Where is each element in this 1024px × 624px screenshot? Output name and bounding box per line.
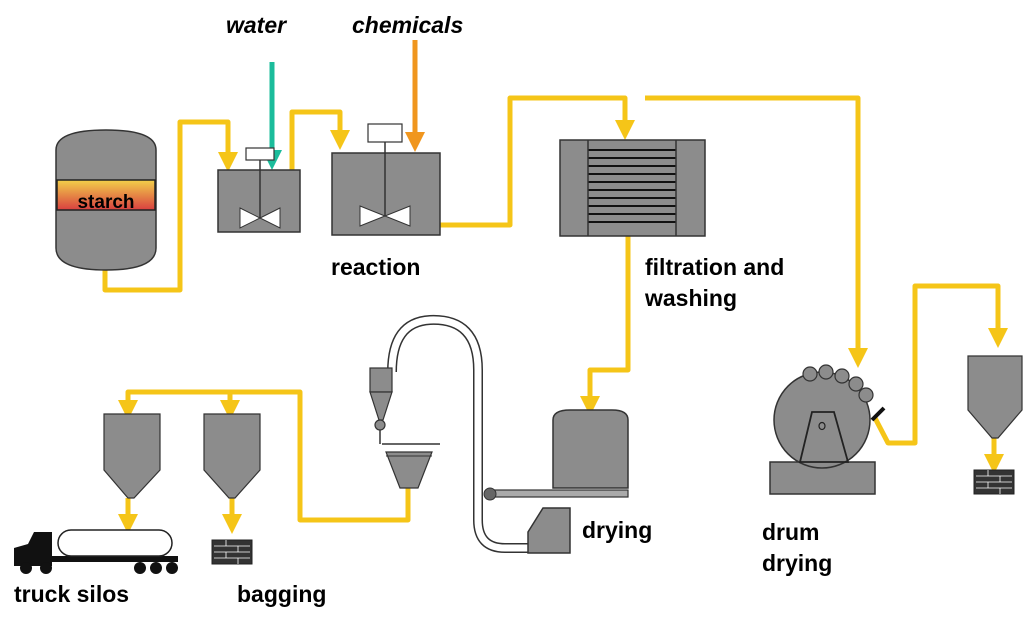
truck-tank [57, 529, 173, 557]
drum-scraper-blade [870, 406, 886, 422]
reactor-impeller [359, 205, 387, 227]
label-bagging: bagging [237, 581, 326, 607]
starch-tank [55, 129, 157, 271]
collector-hopper [382, 443, 440, 489]
pipe-mixer-to-reactor [289, 109, 350, 172]
label-drum-line1: drum [762, 519, 820, 545]
filter-press [559, 139, 706, 237]
pipe-reactor-to-filter [440, 95, 635, 228]
reaction-tank [331, 123, 441, 236]
label-chemicals: chemicals [352, 12, 463, 38]
reactor-motor [367, 123, 403, 143]
label-drum-line2: drying [762, 550, 832, 576]
silo-bagging [203, 413, 261, 499]
pipes [102, 95, 1008, 534]
flash-dryer [483, 409, 629, 554]
pipe-to-drum [645, 95, 868, 368]
bag-stack-drum [973, 469, 1015, 495]
pipe-drum-to-silo [872, 283, 1008, 446]
drum-dryer [769, 364, 886, 495]
mixer-tank [217, 147, 301, 233]
mixer-motor [245, 147, 275, 161]
silo-drum-product [967, 355, 1023, 439]
pipe-filter-to-dryer [580, 236, 631, 416]
bag-stack-bagging [211, 539, 253, 565]
pipe-starch-to-mixer [102, 119, 238, 293]
dryer-air-heater [527, 507, 571, 554]
dryer-screw-conveyor [489, 489, 629, 498]
pneumatic-duct [387, 314, 528, 553]
pipe-cyclone-to-silos [118, 389, 411, 523]
silo-truck [103, 413, 161, 499]
tanker-truck [14, 529, 178, 574]
label-water: water [226, 12, 287, 38]
label-truck-silos: truck silos [14, 581, 129, 607]
cyclone [369, 367, 393, 444]
label-filtration-line1: filtration and [645, 254, 784, 280]
starch-level-band [56, 179, 156, 211]
label-drying: drying [582, 517, 652, 543]
label-reaction: reaction [331, 254, 420, 280]
truck-cab [14, 532, 52, 566]
label-starch: starch [77, 192, 134, 213]
mixer-impeller [239, 207, 262, 229]
label-filtration-line2: washing [644, 285, 737, 311]
